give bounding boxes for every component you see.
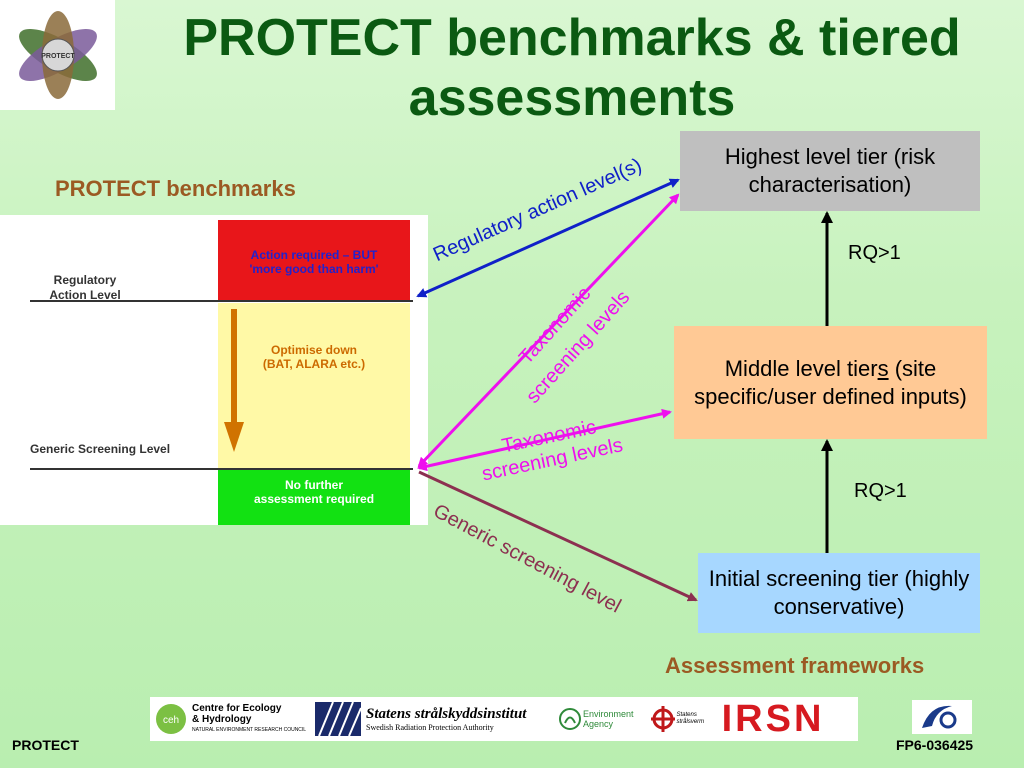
benchmark-figure: Action required – BUT 'more good than ha… <box>0 215 428 525</box>
ceh-emblem-icon: ceh <box>156 704 186 734</box>
footer-left: PROTECT <box>12 737 79 753</box>
middle-tier-text-underlined: s <box>877 355 889 381</box>
footer-right: FP6-036425 <box>896 737 974 753</box>
irsn-logo: IRSN <box>721 697 825 740</box>
title-line-1: PROTECT benchmarks & tiered <box>183 9 961 67</box>
title-line-2: assessments <box>408 69 736 127</box>
environment-agency-logo: Environment Agency <box>556 701 644 737</box>
protect-logo: PROTECT <box>0 0 115 110</box>
regulatory-action-level-line <box>30 300 413 302</box>
ceh-logo: ceh Centre for Ecology & Hydrology NATUR… <box>154 701 310 737</box>
initial-tier-box: Initial screening tier (highly conservat… <box>698 553 980 633</box>
environment-agency-name: Environment Agency <box>583 709 634 729</box>
regulatory-action-level-label: Regulatory Action Level <box>49 273 121 302</box>
benchmarks-heading: PROTECT benchmarks <box>55 176 296 201</box>
svg-text:ceh: ceh <box>163 715 179 726</box>
generic-screening-level-line <box>30 468 413 470</box>
page-title: PROTECT benchmarks & tiered assessments <box>120 8 1024 128</box>
middle-tier-text-b: (site specific/user defined inputs) <box>694 355 967 409</box>
eu-fp6-logo-icon <box>912 700 972 734</box>
ceh-subtitle: NATURAL ENVIRONMENT RESEARCH COUNCIL <box>192 726 307 733</box>
rq-label-upper: RQ>1 <box>848 242 901 264</box>
highest-tier-box: Highest level tier (risk characterisatio… <box>680 131 980 211</box>
generic-screening-level-label: Generic Screening Level <box>30 442 171 456</box>
action-required-zone: Action required – BUT 'more good than ha… <box>218 220 410 300</box>
ssi-subtitle: Swedish Radiation Protection Authority <box>366 723 494 732</box>
optimise-down-zone: Optimise down (BAT, ALARA etc.) <box>218 303 410 468</box>
ssm-name: Statens strålsverm <box>676 712 705 725</box>
highest-tier-text: Highest level tier (risk characterisatio… <box>724 144 936 197</box>
generic-arrow <box>418 470 698 602</box>
partner-logos: ceh Centre for Ecology & Hydrology NATUR… <box>150 697 858 741</box>
down-arrow-icon <box>224 309 244 452</box>
middle-tier-box: Middle level tiers (site specific/user d… <box>674 326 987 439</box>
middle-tier-text-a: Middle level tier <box>724 355 878 381</box>
no-further-assessment-zone: No further assessment required <box>218 470 410 525</box>
ssi-logo: Statens strålskyddsinstitut Swedish Radi… <box>366 701 552 737</box>
environment-agency-icon <box>559 708 581 730</box>
initial-tier-text: Initial screening tier (highly conservat… <box>708 566 970 619</box>
logo-text: PROTECT <box>41 53 75 60</box>
taxonomic-arrow-middle <box>417 408 672 472</box>
ssi-name: Statens strålskyddsinstitut <box>366 706 527 722</box>
stripes-emblem-icon <box>315 702 361 736</box>
ssm-logo: Statens strålsverm <box>648 701 704 737</box>
frameworks-heading: Assessment frameworks <box>665 653 925 678</box>
ssm-emblem-icon <box>650 706 675 732</box>
rq-label-lower: RQ>1 <box>854 480 907 502</box>
atom-logo-icon: PROTECT <box>18 11 97 99</box>
ceh-name: Centre for Ecology & Hydrology <box>192 702 282 725</box>
stripes-logo <box>314 701 362 737</box>
